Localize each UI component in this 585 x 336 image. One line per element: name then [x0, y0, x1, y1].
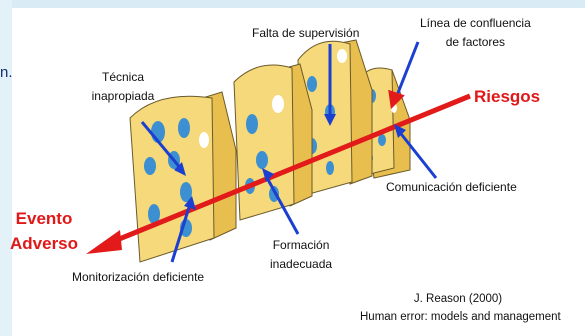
citation-title: Human error: models and management	[360, 308, 561, 327]
cheese-slice-2	[234, 64, 312, 220]
label-formacion-inadecuada: Formación inadecuada	[270, 236, 332, 274]
label-tecnica-inapropiada: Técnica inapropiada	[80, 68, 166, 106]
label-evento-adverso: Evento Adverso	[10, 206, 78, 256]
cheese-slice-1	[130, 92, 236, 262]
label-falta-supervision: Falta de supervisión	[252, 24, 359, 43]
label-riesgos: Riesgos	[474, 84, 540, 109]
citation-author: J. Reason (2000)	[398, 290, 518, 309]
pointer-linea	[390, 42, 418, 106]
label-monitorizacion-deficiente: Monitorización deficiente	[72, 268, 204, 287]
label-linea-confluencia: Línea de confluencia de factores	[420, 14, 531, 52]
label-comunicacion-deficiente: Comunicación deficiente	[386, 178, 517, 197]
